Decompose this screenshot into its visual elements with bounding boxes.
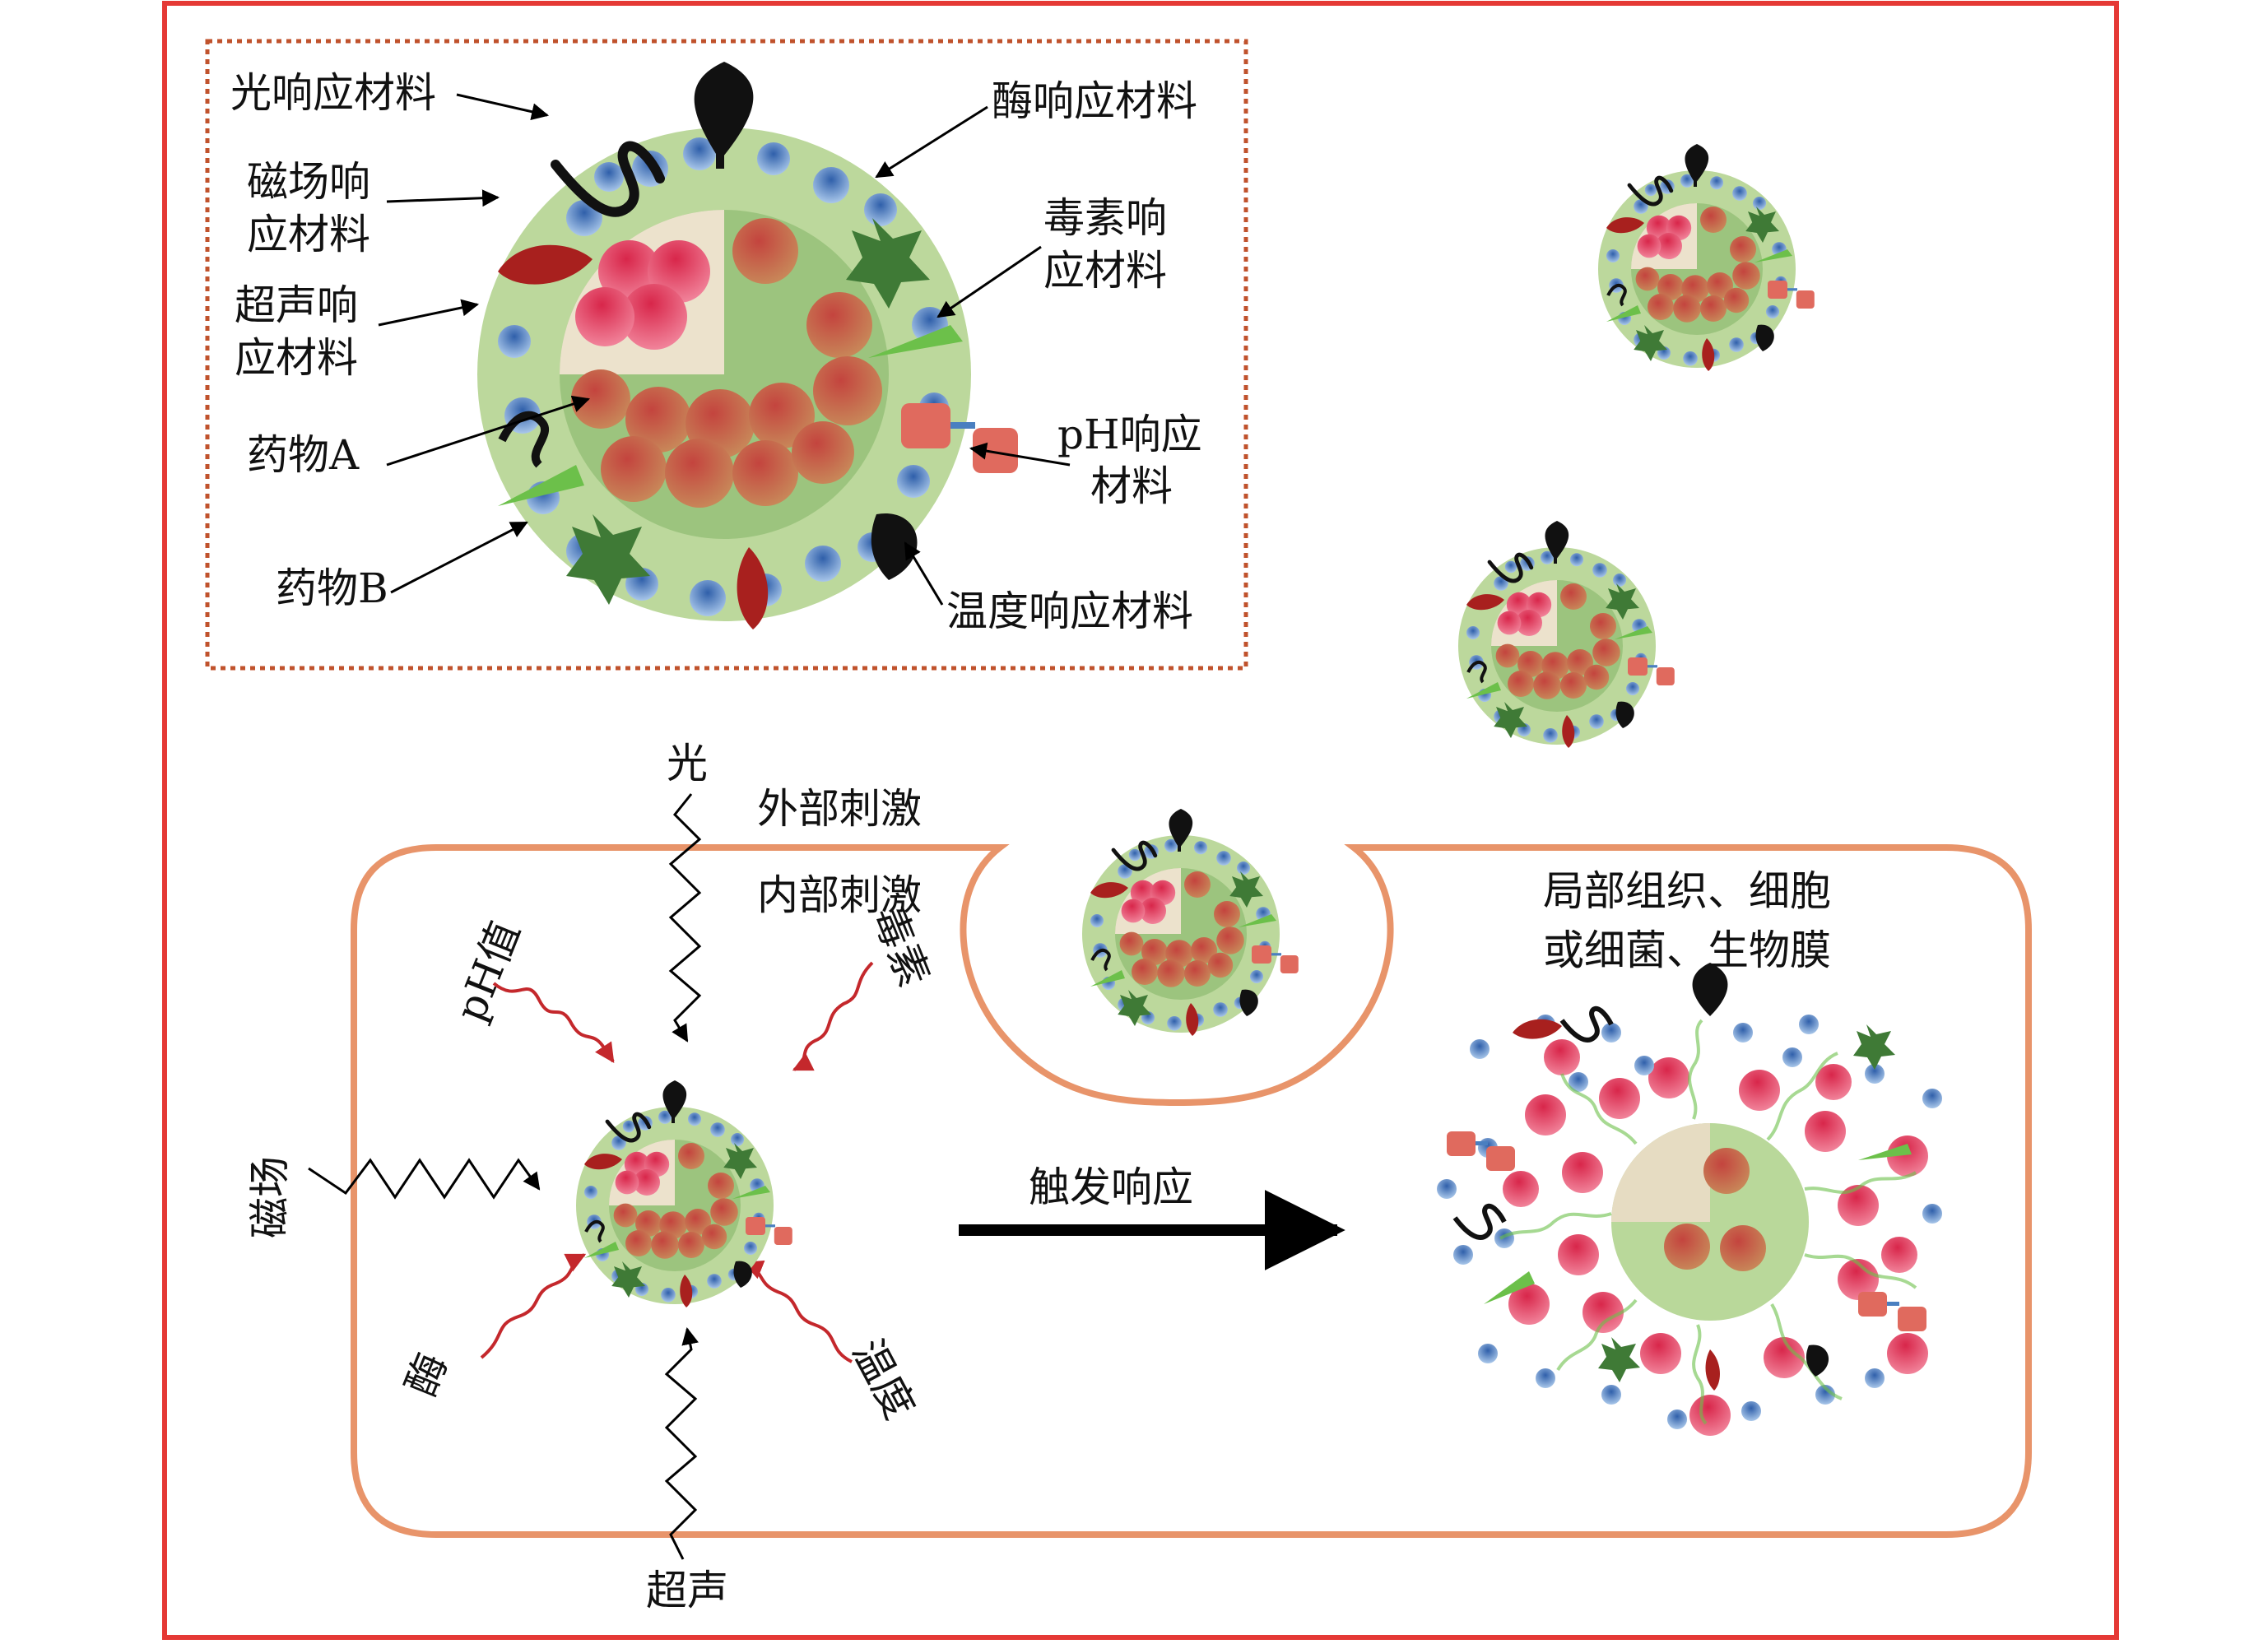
label-trigger-response: 触发响应: [1029, 1163, 1193, 1211]
ultrasound-wave: [664, 1326, 699, 1560]
label-stimulus-ultrasound: 超声: [646, 1567, 728, 1614]
released-temperature-drop-icon-2: [1806, 1344, 1829, 1377]
label-drug-b: 药物B: [276, 564, 388, 612]
label-target-1: 局部组织、细胞: [1543, 867, 1831, 915]
label-target-2: 或细菌、生物膜: [1543, 926, 1831, 974]
label-enzyme-material: 酶响应材料: [992, 77, 1197, 125]
released-star-icon-2: [1598, 1337, 1640, 1382]
tissue-compartment: [351, 844, 2032, 1538]
released-light-hook-icon: [1559, 1005, 1614, 1043]
label-temperature-material: 温度响应材料: [946, 587, 1193, 635]
label-stimulus-ph: pH值: [446, 914, 529, 1028]
released-ph-block-icon: [1447, 1131, 1515, 1171]
released-star-icon: [1853, 1024, 1895, 1070]
released-cone-icon-2: [1484, 1271, 1535, 1304]
label-toxin-material-2: 应材料: [1043, 247, 1167, 295]
nanoparticle-free-1: [1598, 144, 1815, 371]
legend-leader-lines: [378, 93, 1071, 606]
label-magnetic-material-2: 应材料: [247, 211, 370, 258]
label-drug-a: 药物A: [247, 431, 360, 479]
released-temperature-drop-icon: [1692, 963, 1728, 1016]
released-filaments: [1499, 1019, 1917, 1425]
label-internal-stimulus: 内部刺激: [757, 871, 922, 919]
label-magnetic-material-1: 磁场响: [247, 158, 370, 206]
magnetic-wave: [308, 1158, 541, 1200]
released-drug-a: [1503, 1039, 1928, 1436]
legend-nanoparticle: [477, 62, 1018, 629]
legend-labels: 光响应材料 酶响应材料 磁场响 应材料 毒素响 应材料 超声响 应材料 药物A …: [230, 69, 1202, 635]
nanoparticle-pocket: [1082, 809, 1299, 1036]
legend-box: [205, 39, 1248, 671]
nanoparticle-free-2: [1458, 521, 1675, 748]
toxin-wave: [792, 961, 874, 1071]
label-stimulus-temperature: 温度: [843, 1331, 923, 1427]
label-ph-material-1: pH响应: [1057, 411, 1202, 458]
released-cone-icon: [1858, 1144, 1912, 1160]
label-toxin-material-1: 毒素响: [1043, 194, 1167, 242]
outer-frame: [162, 1, 2119, 1640]
label-stimulus-enzyme: 酶: [397, 1346, 457, 1402]
label-stimulus-light: 光: [667, 740, 708, 787]
released-leaf-icon-2: [1705, 1349, 1720, 1391]
label-ph-material-2: 材料: [1090, 462, 1173, 510]
nanoparticle-released: [1437, 963, 1942, 1436]
label-light-material: 光响应材料: [230, 69, 436, 117]
temperature-wave: [742, 1260, 853, 1363]
released-ph-block-icon-2: [1858, 1292, 1926, 1331]
light-wave: [668, 793, 702, 1043]
released-light-hook-icon-2: [1452, 1203, 1507, 1240]
released-leaf-icon: [1513, 1019, 1562, 1039]
label-stimulus-toxin: 毒素: [863, 899, 938, 993]
label-stimulus-magnetic: 磁场: [246, 1156, 294, 1238]
label-ultrasound-material-2: 应材料: [235, 334, 358, 382]
label-external-stimulus: 外部刺激: [757, 785, 922, 833]
enzyme-wave: [480, 1253, 587, 1359]
ph-wave: [492, 982, 615, 1063]
stimulus-waves: [308, 793, 874, 1560]
label-ultrasound-material-1: 超声响: [235, 281, 358, 329]
